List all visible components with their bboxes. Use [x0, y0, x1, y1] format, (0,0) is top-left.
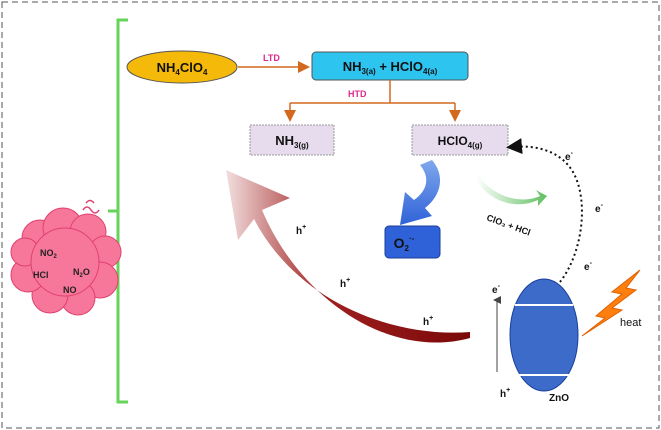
byproduct-label: ClO₃ + HCl: [485, 212, 532, 237]
hole-arrow: [226, 170, 470, 343]
decomp-arrow: [400, 160, 441, 225]
byproduct-arrow: [476, 175, 547, 206]
product-nh3-node: NH3(g): [249, 124, 335, 156]
zno-label: ZnO: [549, 393, 569, 404]
gas-no2: NO2: [40, 248, 58, 260]
product-hclo4-label: HClO4(g): [438, 134, 483, 150]
hole-label-2: h+: [340, 277, 350, 290]
electron-label-3: e-: [584, 260, 593, 273]
zno-particle: [509, 278, 579, 392]
gas-no: NO: [63, 285, 77, 295]
heat-label: heat: [620, 317, 641, 329]
intermediate-label: NH3(a) + HClO4(a): [343, 59, 438, 76]
gas-n2o: N2O: [73, 267, 90, 279]
htd-branch: [284, 80, 461, 122]
superoxide-label: O2·-: [394, 234, 415, 253]
vent-icon: [82, 199, 100, 214]
axis-hole-label: h+: [500, 387, 510, 400]
hole-label-1: h+: [296, 224, 306, 237]
green-bracket: [108, 18, 128, 404]
reactant-label: NH4ClO4: [157, 60, 208, 77]
hole-label-3: h+: [423, 315, 433, 328]
intermediate-node: NH3(a) + HClO4(a): [311, 51, 469, 81]
gas-cloud: NO2 N2O HCl NO: [10, 199, 122, 316]
superoxide-node: O2·-: [384, 225, 441, 259]
product-nh3-label: NH3(g): [275, 133, 309, 150]
gas-hcl: HCl: [33, 270, 49, 280]
reactant-node: NH4ClO4: [126, 50, 238, 84]
electron-label-1: e-: [565, 150, 574, 163]
ltd-label: LTD: [263, 53, 280, 63]
electron-arrow: [506, 138, 583, 283]
lightning-bolt-icon: [581, 269, 641, 337]
product-hclo4-node: HClO4(g): [411, 124, 509, 156]
axis-electron-label: e-: [492, 283, 501, 296]
electron-label-2: e-: [595, 202, 604, 215]
htd-label: HTD: [348, 89, 367, 99]
